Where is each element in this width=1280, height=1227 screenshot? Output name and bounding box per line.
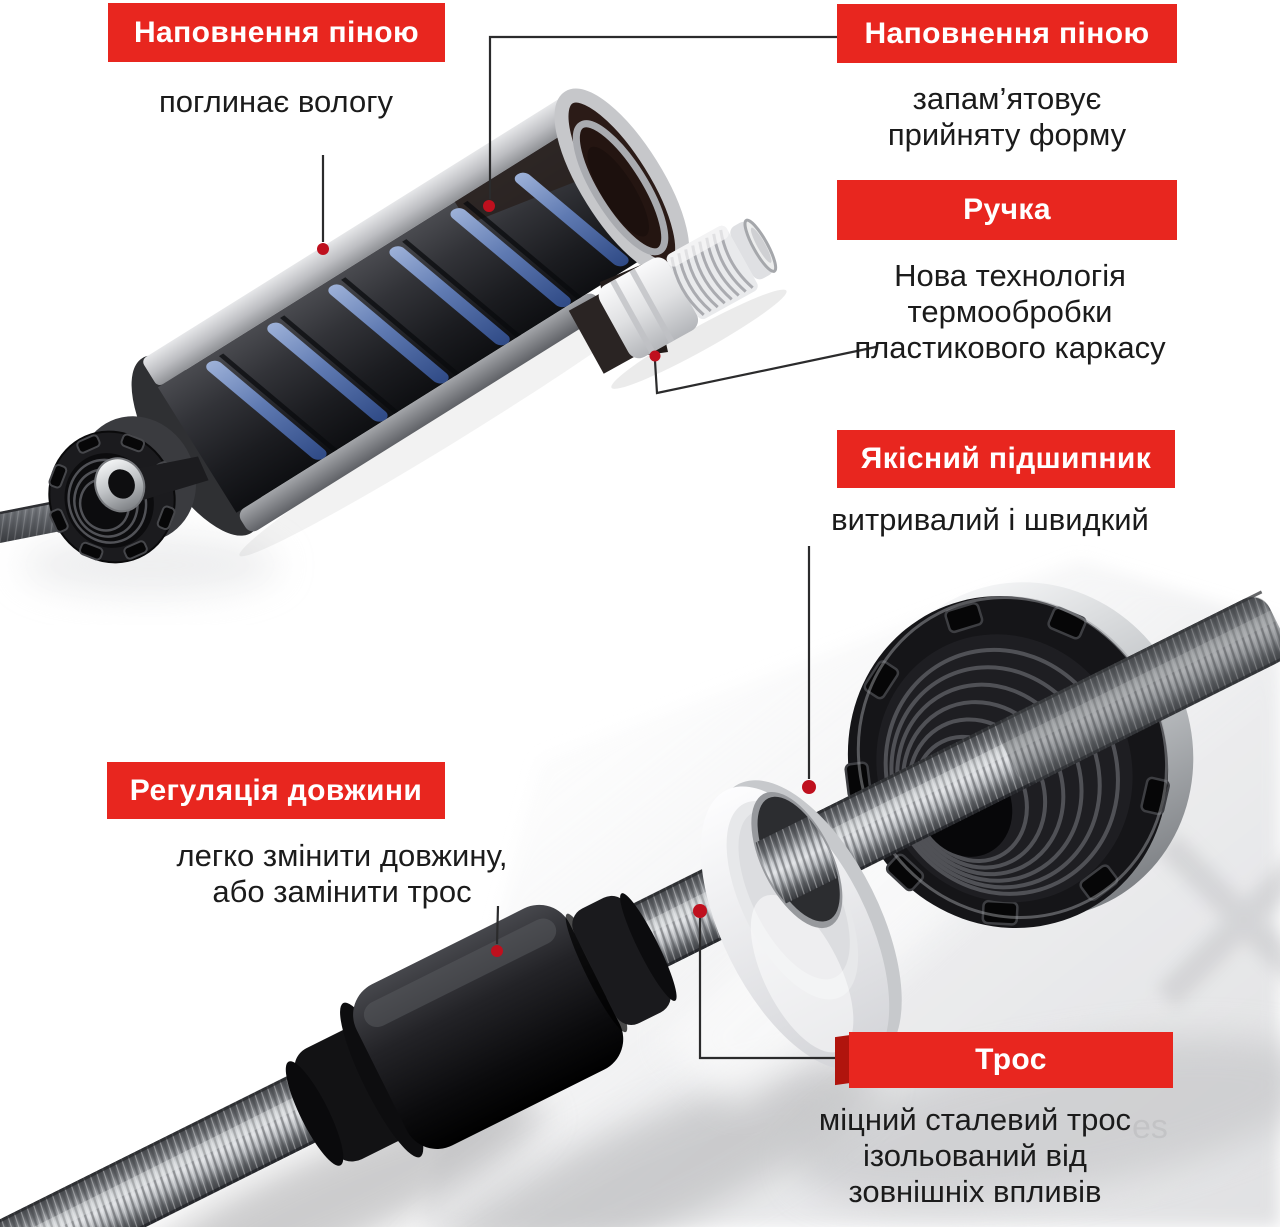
handle-open-end — [554, 88, 690, 276]
callout-lines — [321, 35, 877, 1060]
label-cable: Трос — [849, 1032, 1173, 1088]
desc-bearing: витривалий і швидкий — [831, 502, 1149, 537]
callout-line-length — [495, 905, 500, 945]
handle-cutaway-photo — [131, 88, 698, 557]
callout-line-cable — [698, 918, 836, 1060]
washer — [700, 780, 902, 1070]
foam-stripes — [206, 172, 629, 460]
desc-length-adjust: легко змінити довжину, або замінити трос — [176, 838, 508, 909]
label-foam-fill-left: Наповнення піною — [108, 3, 445, 62]
callout-dot-handle — [649, 350, 661, 362]
callout-dots — [317, 200, 816, 957]
backdrop-cross-mark — [1156, 832, 1280, 1008]
label-length-adjust: Регуляція довжини — [107, 762, 445, 819]
label-foam-fill-right: Наповнення піною — [837, 4, 1177, 63]
label-bearing: Якісний підшипник — [837, 430, 1175, 488]
label-handle: Ручка — [837, 180, 1177, 240]
callout-dot-length — [491, 945, 503, 957]
callout-line-handle — [653, 345, 877, 395]
callout-dot-foam-right — [483, 200, 495, 212]
callout-dot-cable — [693, 904, 707, 918]
shell-top-edge — [143, 94, 584, 385]
desc-cable: міцний сталевий трос ізольований від зов… — [818, 1102, 1132, 1209]
desc-handle: Нова технологія термообробки пластиковог… — [854, 258, 1166, 365]
handle-cable — [0, 498, 67, 543]
callout-dot-foam-left — [317, 243, 329, 255]
length-adjuster — [285, 893, 677, 1166]
desc-foam-fill-left: поглинає вологу — [158, 84, 393, 119]
callout-line-foam-right — [488, 35, 837, 199]
watermark-fragment: es — [1132, 1108, 1168, 1146]
handle-end-nut — [48, 416, 209, 564]
callout-dot-bearing — [802, 780, 816, 794]
desc-foam-fill-right: запам’ятовує прийняту форму — [887, 81, 1127, 152]
shell-bottom-edge — [239, 293, 603, 532]
